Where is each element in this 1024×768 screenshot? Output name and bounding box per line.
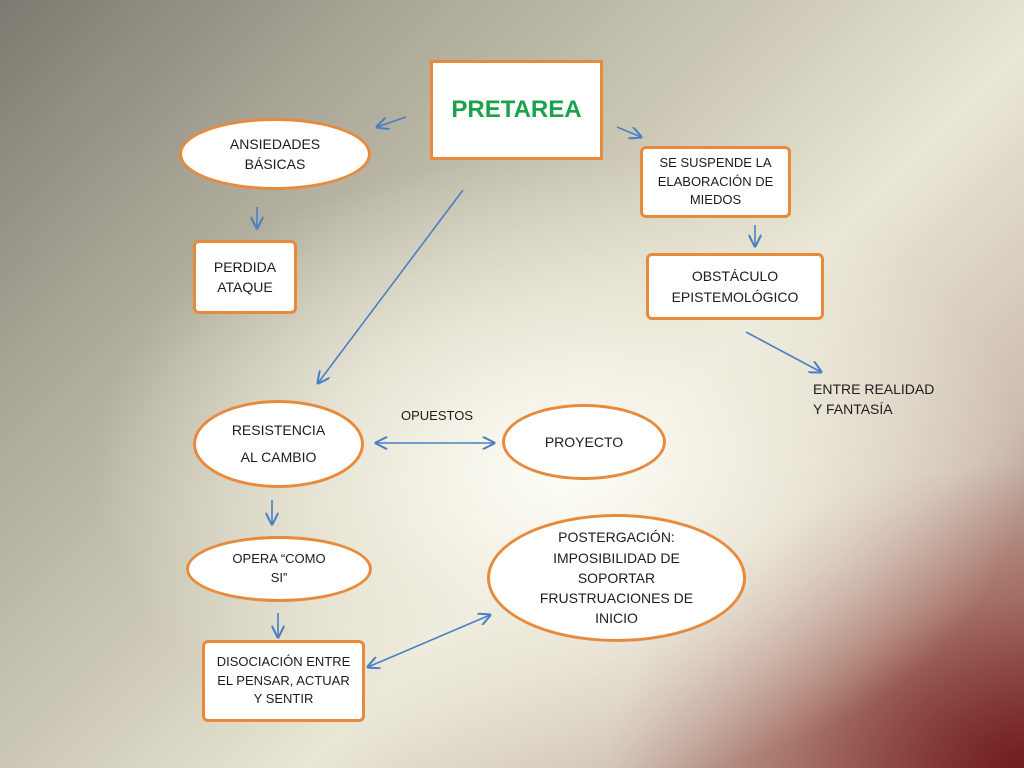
node-disociacion: DISOCIACIÓN ENTRE EL PENSAR, ACTUAR Y SE… [202, 640, 365, 722]
node-opera-como-si: OPERA “COMO SI” [186, 536, 372, 602]
title-box: PRETAREA [430, 60, 603, 160]
node-resistencia-al-cambio-label: RESISTENCIA AL CAMBIO [231, 421, 326, 465]
arrow-title-to-suspende [616, 126, 641, 137]
diagram-title: PRETAREA [451, 95, 582, 123]
node-resistencia-al-cambio: RESISTENCIA AL CAMBIO [193, 400, 364, 488]
node-perdida-ataque-label: PERDIDA ATAQUE [213, 258, 277, 295]
label-entre-realidad-fantasia: ENTRE REALIDAD Y FANTASÍA [813, 381, 935, 418]
node-postergacion: POSTERGACIÓN: IMPOSIBILIDAD DE SOPORTAR … [487, 514, 746, 642]
node-proyecto-label: PROYECTO [544, 433, 624, 450]
node-opera-como-si-label: OPERA “COMO SI” [232, 551, 326, 585]
node-ansiedades-basicas: ANSIEDADES BÁSICAS [179, 118, 371, 190]
arrow-title-to-ansiedades [377, 116, 407, 127]
node-obstaculo-epistemologico-label: OBSTÁCULO EPISTEMOLÓGICO [671, 268, 799, 305]
arrow-disociacion-postergacion-bidirectional [368, 615, 490, 667]
arrow-title-to-resistencia [318, 189, 464, 383]
label-opuestos: OPUESTOS [401, 408, 474, 423]
node-obstaculo-epistemologico: OBSTÁCULO EPISTEMOLÓGICO [646, 253, 824, 320]
node-postergacion-label: POSTERGACIÓN: IMPOSIBILIDAD DE SOPORTAR … [539, 529, 694, 627]
node-se-suspende: SE SUSPENDE LA ELABORACIÓN DE MIEDOS [640, 146, 791, 218]
node-perdida-ataque: PERDIDA ATAQUE [193, 240, 297, 314]
node-ansiedades-basicas-label: ANSIEDADES BÁSICAS [229, 135, 321, 172]
node-disociacion-label: DISOCIACIÓN ENTRE EL PENSAR, ACTUAR Y SE… [216, 653, 351, 707]
arrow-obstaculo-to-entre-realidad [745, 331, 821, 372]
node-proyecto: PROYECTO [502, 404, 666, 480]
node-se-suspende-label: SE SUSPENDE LA ELABORACIÓN DE MIEDOS [657, 154, 774, 208]
